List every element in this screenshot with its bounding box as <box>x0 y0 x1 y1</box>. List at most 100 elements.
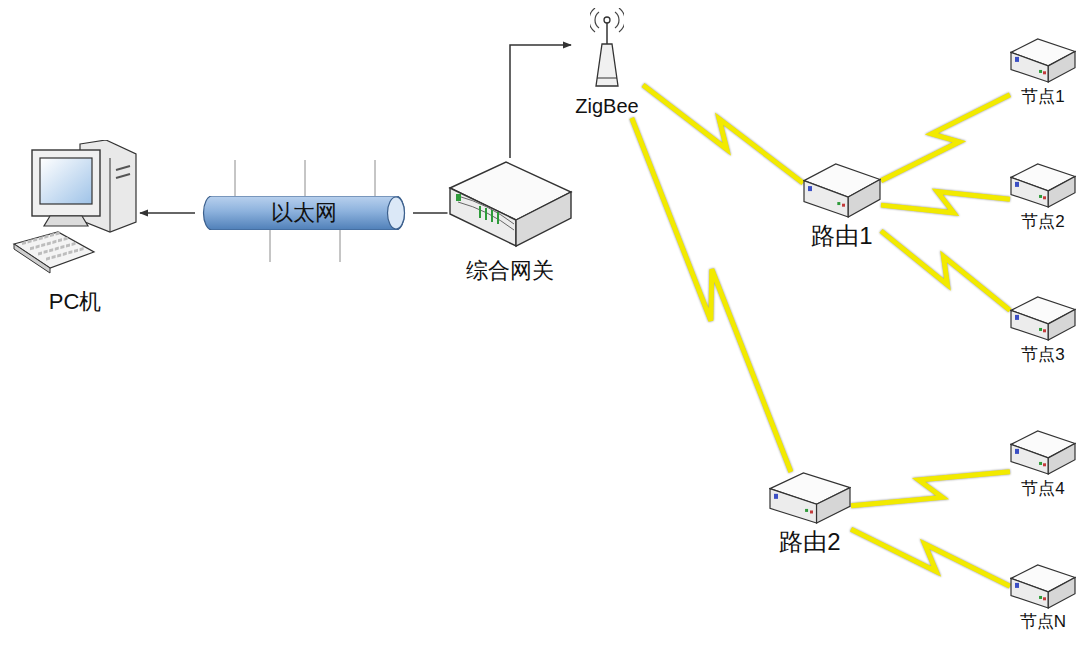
pc-computer-icon <box>10 140 140 275</box>
zigbee-antenna-icon <box>590 8 624 88</box>
end-node-device: 节点2 <box>1010 163 1076 232</box>
device-led <box>1015 583 1019 588</box>
wireless-link <box>632 118 791 472</box>
device-label: 路由1 <box>811 222 872 251</box>
device-led <box>1043 463 1046 466</box>
device-led <box>1043 597 1046 600</box>
device-led <box>1015 182 1019 187</box>
end-node-device-icon <box>1010 38 1076 83</box>
pc-key <box>39 236 43 240</box>
pc-keyboard <box>14 232 94 268</box>
pc-key <box>52 255 56 259</box>
bus-tick <box>270 229 271 262</box>
device-front <box>1011 578 1048 608</box>
gateway-port <box>491 210 493 222</box>
pc-tower-edge <box>110 158 111 232</box>
gateway-device: 综合网关 <box>448 158 573 284</box>
device-led <box>1015 449 1019 454</box>
antenna-seam <box>597 78 617 79</box>
device-label: 节点4 <box>1021 479 1064 499</box>
device-led <box>774 494 778 499</box>
pc-key <box>49 248 53 252</box>
device-side <box>848 180 880 218</box>
device-led <box>1039 195 1042 198</box>
pc-key <box>80 247 84 251</box>
router-device: 路由1 <box>803 163 881 251</box>
device-side <box>1048 444 1075 475</box>
pc-key <box>47 241 51 245</box>
router-device-icon <box>769 472 851 524</box>
pc-key <box>22 241 26 245</box>
wireless-link <box>851 529 1010 586</box>
pc-key <box>46 257 50 261</box>
ethernet-bus: 以太网 <box>195 196 413 230</box>
gateway-port <box>497 212 499 224</box>
device-front <box>1011 444 1048 474</box>
device-label: 节点2 <box>1021 212 1064 232</box>
wireless-link <box>643 85 803 183</box>
device-led <box>1039 596 1042 599</box>
router-device-icon <box>803 163 881 218</box>
device-led <box>808 186 812 191</box>
device-led <box>1039 70 1042 73</box>
end-node-device-icon <box>1010 430 1076 475</box>
zigbee-antenna: ZigBee <box>571 8 643 118</box>
pc-key <box>60 245 64 249</box>
gateway-port <box>485 208 487 220</box>
pc-key <box>58 238 62 242</box>
pc-key <box>33 238 37 242</box>
pc-keys <box>22 231 84 260</box>
bus-tick <box>305 160 306 198</box>
end-node-device-icon <box>1010 564 1076 609</box>
device-label: 节点3 <box>1021 345 1064 365</box>
pc-screen <box>40 158 92 204</box>
pc-key <box>38 251 42 255</box>
pc-key <box>41 243 45 247</box>
wireless-link <box>851 472 1010 506</box>
device-front <box>1011 310 1048 340</box>
gateway-device-icon <box>448 158 573 248</box>
device-label: 节点1 <box>1021 87 1064 107</box>
device-led <box>837 202 840 205</box>
device-side <box>1048 578 1075 609</box>
gateway-ports <box>480 206 498 224</box>
pc-key <box>56 231 60 235</box>
device-side <box>1048 52 1075 83</box>
end-node-device: 节点N <box>1010 564 1076 632</box>
pc-tower-slot <box>116 174 130 178</box>
bus-cylinder-end <box>388 197 405 229</box>
gateway-side <box>516 192 571 246</box>
antenna-body <box>596 44 618 86</box>
pc-key <box>64 237 68 241</box>
device-led <box>842 204 845 207</box>
wired-link <box>510 45 571 158</box>
end-node-device-icon <box>1010 163 1076 208</box>
gateway-front <box>450 188 516 246</box>
device-label: PC机 <box>49 289 102 315</box>
pc-key <box>36 245 40 249</box>
wireless-link <box>881 95 1010 181</box>
wired-link <box>413 212 448 214</box>
gateway-groove <box>458 196 514 230</box>
device-label: 路由2 <box>779 528 840 557</box>
end-node-device: 节点4 <box>1010 430 1076 499</box>
device-led <box>1043 329 1046 332</box>
end-node-device: 节点3 <box>1010 296 1076 365</box>
pc-key <box>57 253 61 257</box>
pc-key <box>50 233 54 237</box>
bus-tick <box>375 160 376 198</box>
end-node-device: 节点1 <box>1010 38 1076 107</box>
wireless-link <box>881 231 1010 310</box>
router-device: 路由2 <box>769 472 851 557</box>
device-led <box>1043 71 1046 74</box>
device-led <box>1043 196 1046 199</box>
device-label: 综合网关 <box>466 258 554 284</box>
pc-key <box>63 252 67 256</box>
device-led <box>805 509 808 512</box>
pc-key <box>74 249 78 253</box>
device-front <box>1011 177 1048 207</box>
device-led <box>1039 328 1042 331</box>
